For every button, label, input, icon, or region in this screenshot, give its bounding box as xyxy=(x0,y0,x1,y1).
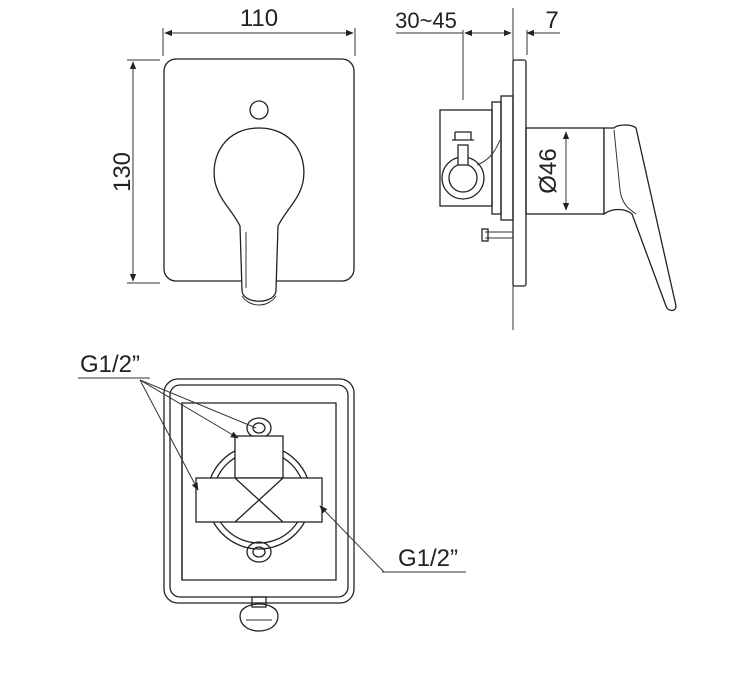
indicator-dot xyxy=(249,100,269,120)
depth-range-label: 30~45 xyxy=(395,8,457,33)
width-dimension: 110 xyxy=(162,5,356,56)
port-callout-bottom: G1/2” xyxy=(319,505,466,573)
width-label: 110 xyxy=(240,5,278,32)
side-view: 30~45 7 Ø46 xyxy=(395,7,677,330)
top-port-label: G1/2” xyxy=(80,351,140,378)
height-label: 130 xyxy=(109,152,136,192)
lever-handle xyxy=(213,127,305,302)
front-view: 110 130 xyxy=(109,5,356,306)
rear-outer-frame xyxy=(163,378,355,604)
port-callout-top: G1/2” xyxy=(78,351,257,491)
rear-view xyxy=(163,378,355,632)
height-dimension: 130 xyxy=(109,59,160,284)
side-lever xyxy=(603,124,677,312)
diameter-label: Ø46 xyxy=(535,148,562,193)
bottom-port-label: G1/2” xyxy=(398,545,458,572)
top-port-block xyxy=(234,435,284,479)
wall-plate xyxy=(512,59,527,287)
plate-thickness-label: 7 xyxy=(545,7,558,34)
